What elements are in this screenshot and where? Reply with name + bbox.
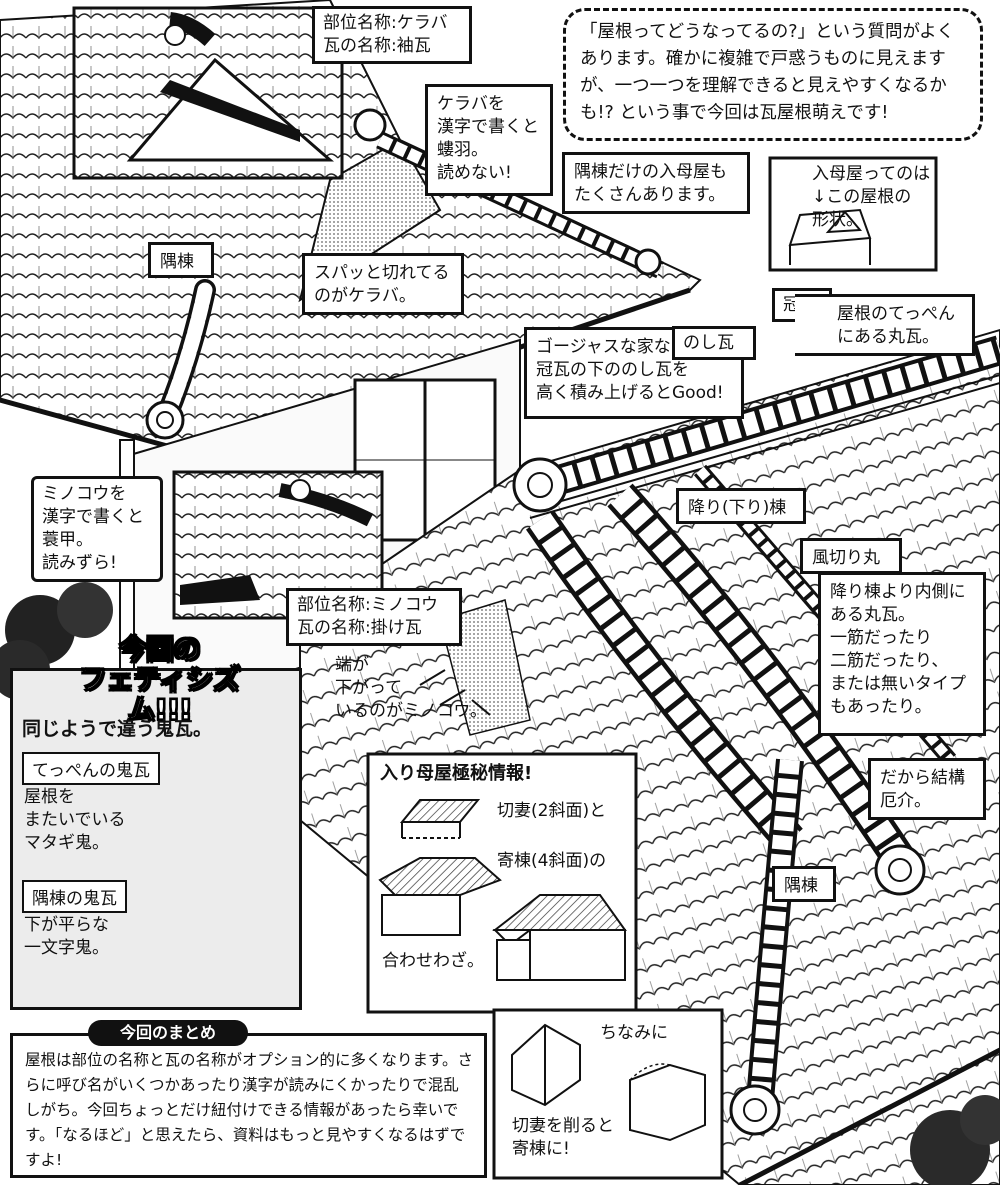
fetish-heading: 同じようで違う鬼瓦。 (22, 718, 213, 740)
summary-title: 今回のまとめ (88, 1020, 248, 1046)
kudari-label: 降り(下り)棟 (676, 488, 806, 524)
keraba-kanji-note: ケラバを 漢字で書くと 螻羽。 読めない! (425, 84, 553, 196)
intro-text: 「屋根ってどうなってるの?」という質問がよくあります。確かに複雑で戸惑うものに見… (563, 8, 983, 141)
irimoya-sumimune-note: 隅棟だけの入母屋も たくさんあります。 (562, 152, 750, 214)
keraba-cut-note: スパッと切れてる のがケラバ。 (302, 253, 464, 315)
onigawara-sumi-label: 隅棟の鬼瓦 (22, 880, 127, 913)
fetish-title: 今回の フェティシズム!!! (79, 635, 241, 727)
secret-kirizuma: 切妻(2斜面)と (497, 801, 607, 821)
sumimune-label: 隅棟 (148, 242, 214, 278)
noshi-label: のし瓦 (672, 326, 756, 360)
kekkou-note: だから結構 厄介。 (868, 758, 986, 820)
secret-awase: 合わせわざ。 (382, 951, 484, 971)
secret-title: 入り母屋極秘情報! (380, 763, 533, 784)
fetish-panel (10, 668, 302, 1010)
summary-box: 屋根は部位の名称と瓦の名称がオプション的に多くなります。さらに呼び名がいくつかあ… (10, 1033, 487, 1178)
minokou-arrow-panel (419, 599, 531, 736)
irimoya-secret-diagrams (366, 752, 638, 1014)
onigawara-top-desc: 屋根を またいでいる マタギ鬼。 (24, 787, 126, 853)
irimoya-shape-note: 入母屋ってのは ↓この屋根の 形状。 (812, 164, 931, 230)
minokou-name-label: 部位名称:ミノコウ 瓦の名称:掛け瓦 (286, 588, 462, 646)
keraba-inset (72, 6, 344, 180)
onigawara-top-label: てっぺんの鬼瓦 (22, 752, 160, 785)
onigawara-sumi-desc: 下が平らな 一文字鬼。 (24, 915, 109, 958)
irimoya-diagram (768, 156, 938, 272)
chinami-box (492, 1008, 724, 1180)
kirizuma-to-yosemune: 切妻を削ると 寄棟に! (512, 1116, 614, 1159)
chinami-text: ちなみに (600, 1023, 668, 1043)
kazekiri-label: 風切り丸 (800, 538, 902, 574)
kazekiri-desc: 降り棟より内側に ある丸瓦。 一筋だったり 二筋だったり、 または無いタイプ も… (818, 572, 986, 736)
sumimune-label-lower: 隅棟 (772, 866, 836, 902)
minokou-desc: 端が 下がって いるのがミノコウ。 (335, 655, 487, 721)
keraba-name-label: 部位名称:ケラバ 瓦の名称:袖瓦 (312, 6, 472, 64)
minokou-kanji-note: ミノコウを 漢字で書くと 蓑甲。 読みずら! (31, 476, 163, 582)
secret-yosemune: 寄棟(4斜面)の (497, 851, 607, 871)
kanmurigawara-desc: 屋根のてっぺん にある丸瓦。 (795, 294, 975, 356)
summary-text: 屋根は部位の名称と瓦の名称がオプション的に多くなります。さらに呼び名がいくつかあ… (25, 1051, 473, 1170)
